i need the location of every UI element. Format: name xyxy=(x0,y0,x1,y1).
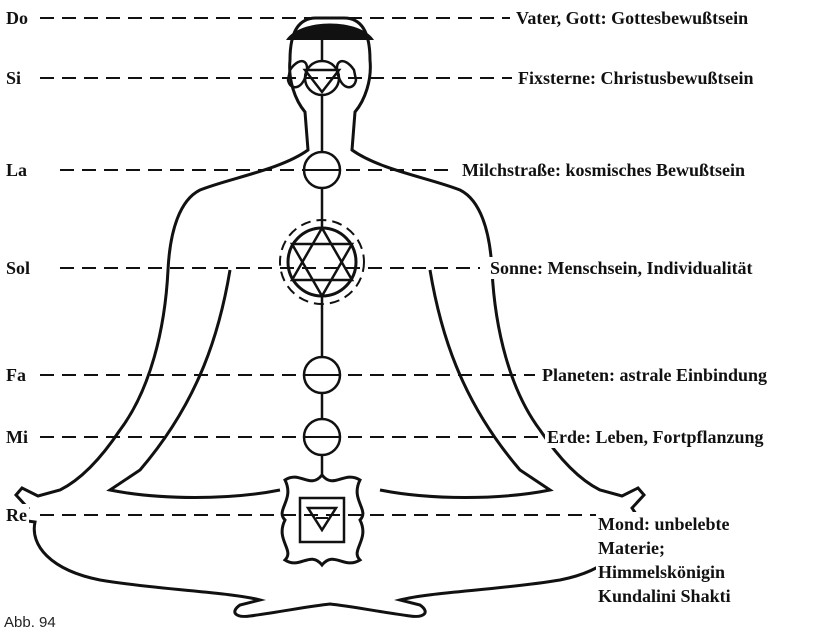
left-arm-line xyxy=(110,270,280,498)
note-label: La xyxy=(4,159,29,181)
level-description: Fixsterne: Christusbewußtsein xyxy=(516,67,756,89)
figure-label: Abb. 94 xyxy=(4,614,56,631)
note-label: Sol xyxy=(4,257,32,279)
note-label: Re xyxy=(4,504,29,526)
note-label: Do xyxy=(4,7,30,29)
level-description: Vater, Gott: Gottesbewußtsein xyxy=(514,7,750,29)
right-arm-line xyxy=(380,270,550,498)
root-chakra xyxy=(282,475,363,565)
description-line: Kundalini Shakti xyxy=(598,584,832,608)
note-label: Si xyxy=(4,67,23,89)
description-line: Materie; xyxy=(598,536,832,560)
level-description: Milchstraße: kosmisches Bewußtsein xyxy=(460,159,747,181)
level-description: Erde: Leben, Fortpflanzung xyxy=(545,426,766,448)
note-label: Mi xyxy=(4,426,30,448)
note-label: Fa xyxy=(4,364,28,386)
level-description: Planeten: astrale Einbindung xyxy=(540,364,769,386)
heart-chakra xyxy=(280,220,364,304)
description-line: Mond: unbelebte xyxy=(598,512,832,536)
crown-chakra xyxy=(288,61,356,95)
level-description-multiline: Mond: unbelebte Materie; Himmelskönigin … xyxy=(596,512,832,608)
level-description: Sonne: Menschsein, Individualität xyxy=(488,257,755,279)
description-line: Himmelskönigin xyxy=(598,560,832,584)
